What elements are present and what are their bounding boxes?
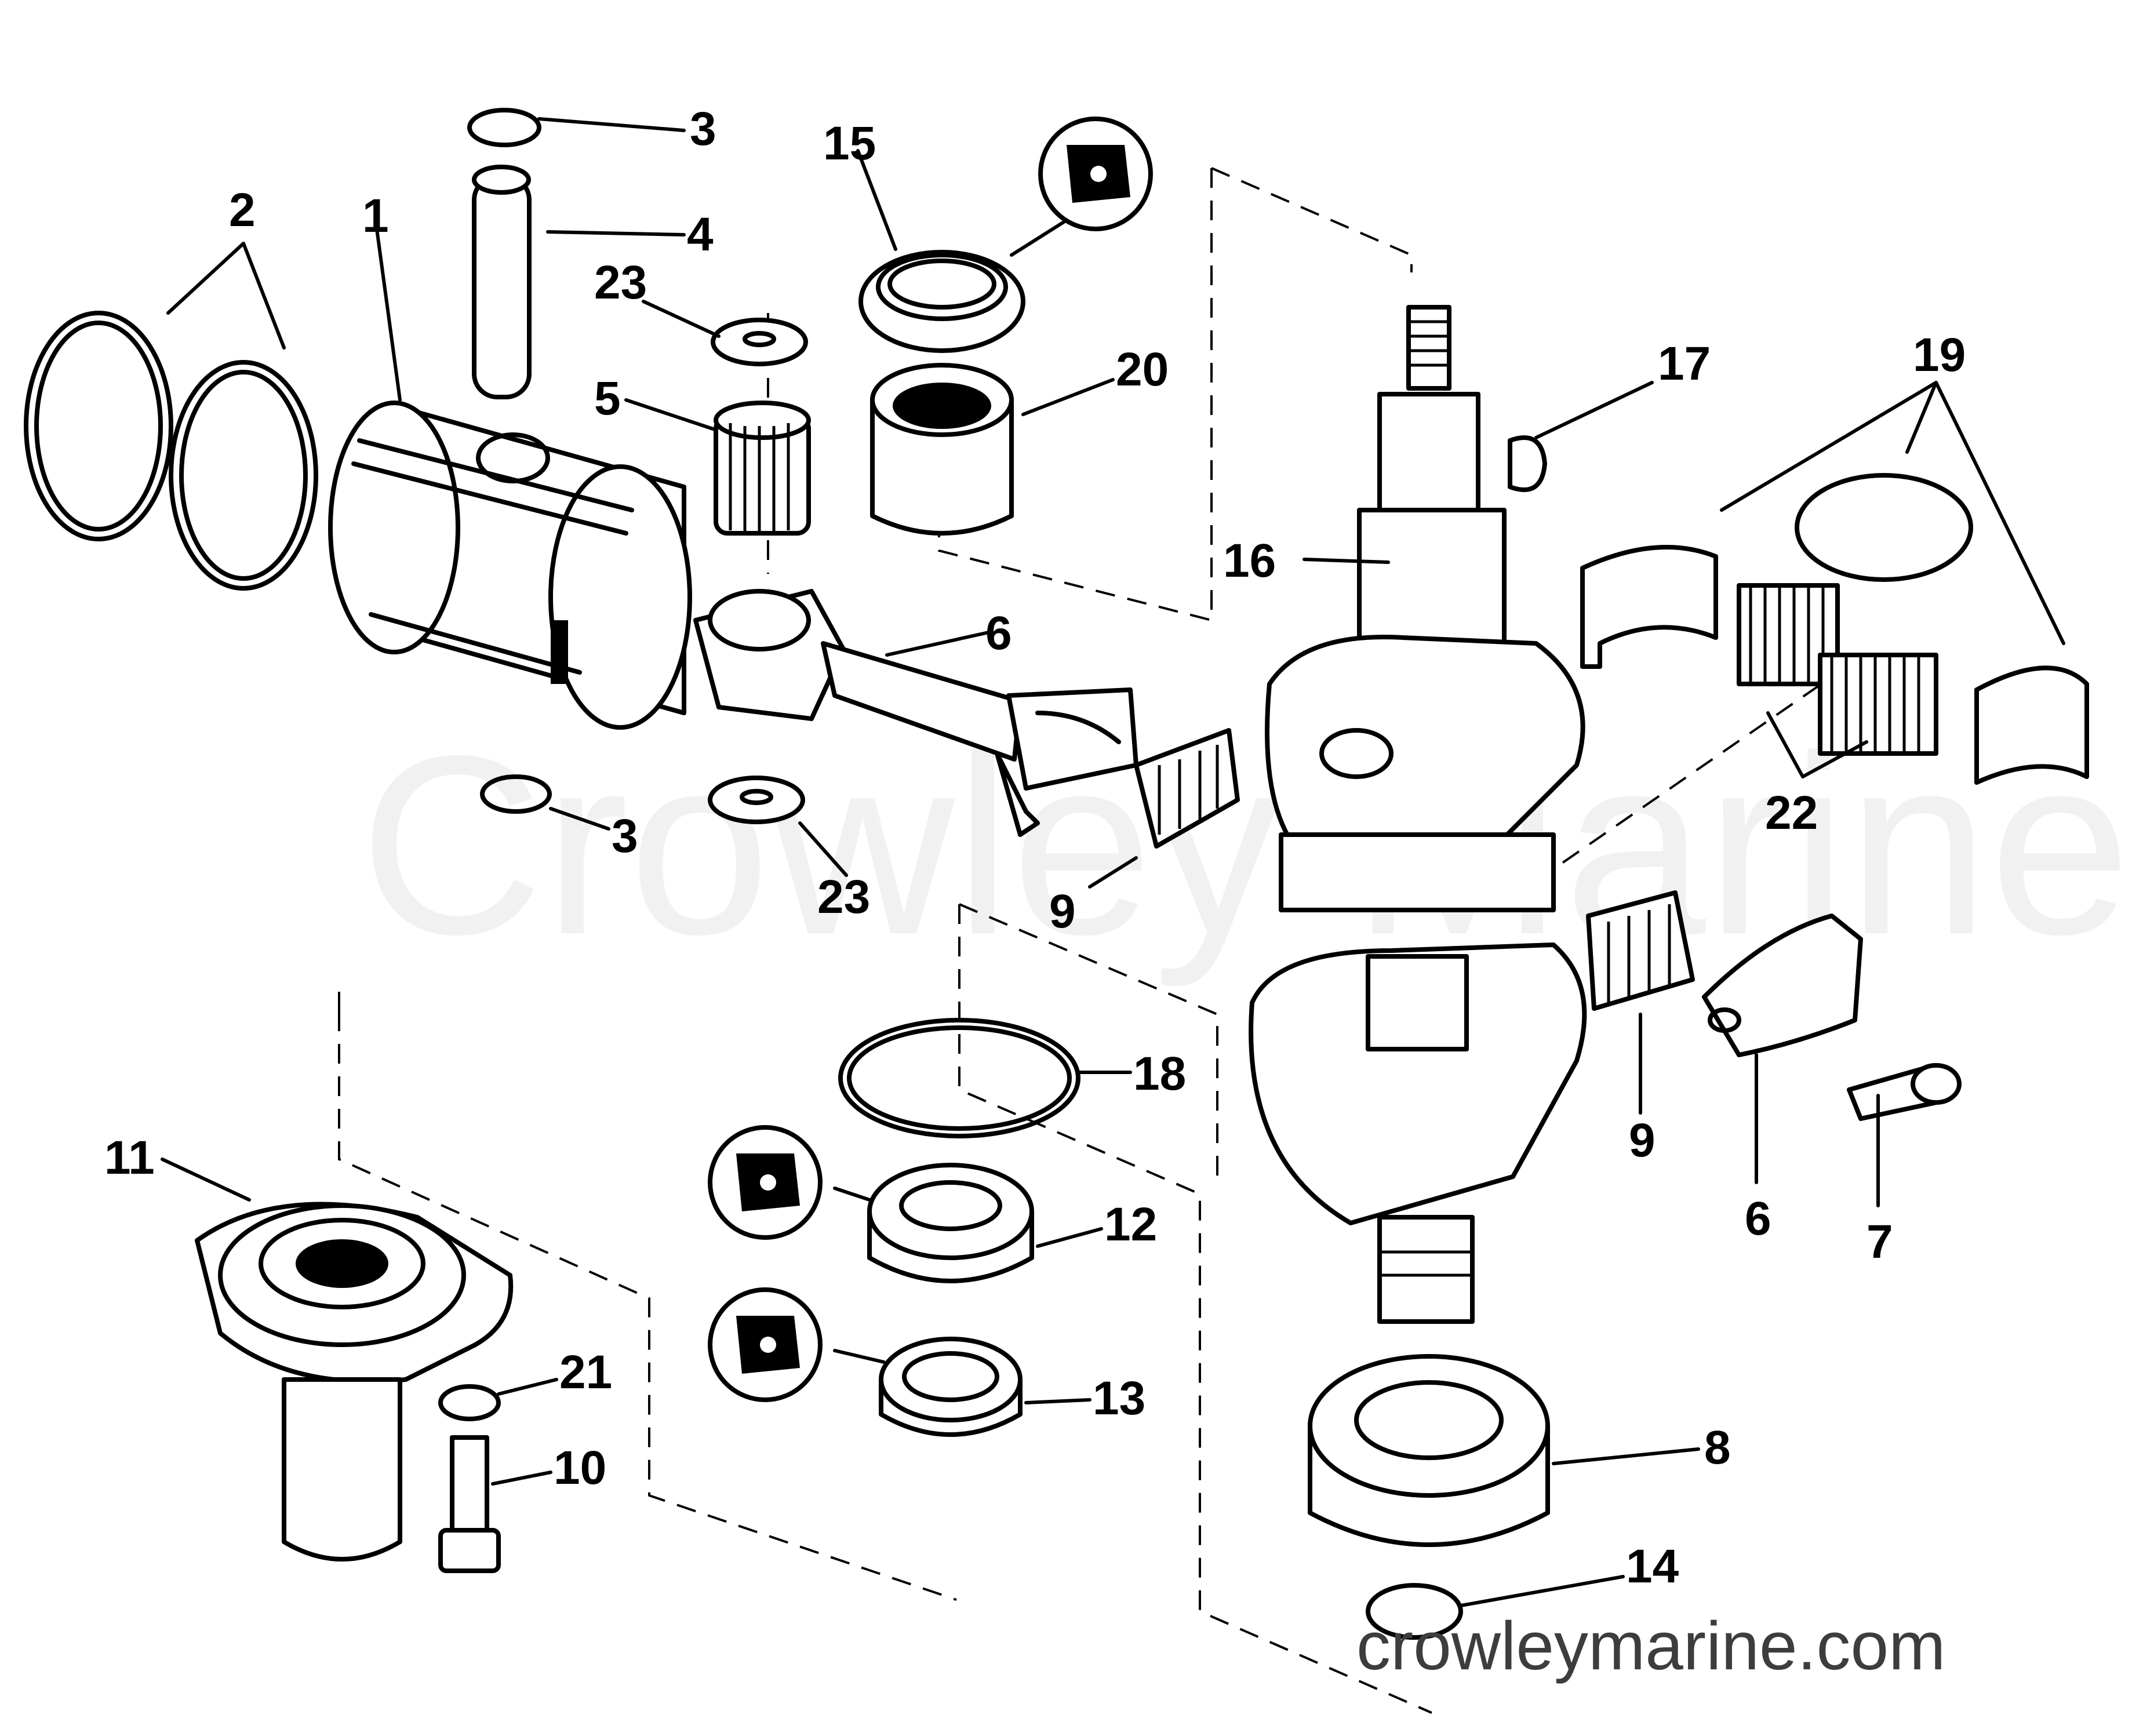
piston <box>328 401 692 730</box>
callout-8: 8 <box>1704 1421 1731 1474</box>
lower-ball-bearing <box>1308 1354 1550 1547</box>
callout-labels: 3 4 1 2 23 5 15 20 6 17 19 16 3 23 9 22 … <box>104 103 1966 1593</box>
site-url: crowleymarine.com <box>1356 1608 1945 1684</box>
callout-9-right: 9 <box>1629 1114 1656 1167</box>
callout-15: 15 <box>823 117 876 170</box>
crankshaft <box>1249 305 1587 1324</box>
housing-screw <box>438 1435 501 1573</box>
piston-pin-retainers <box>467 108 552 814</box>
callout-3-bottom: 3 <box>612 810 638 862</box>
callout-19: 19 <box>1913 329 1966 381</box>
callout-21: 21 <box>559 1346 612 1399</box>
center-needle-bearings <box>1737 583 1938 756</box>
crankpin-needle-bearing-upper <box>1134 728 1240 849</box>
callout-4: 4 <box>687 208 714 261</box>
sealant-icon <box>708 1125 823 1240</box>
rod-cap-screw <box>1847 1063 1962 1121</box>
lower-oil-seal-outer <box>867 1163 1034 1283</box>
callout-5: 5 <box>594 372 621 425</box>
callout-1: 1 <box>362 190 389 242</box>
lower-retaining-ring <box>1366 1583 1463 1640</box>
callout-9-left: 9 <box>1049 885 1076 938</box>
o-ring <box>838 1018 1080 1138</box>
callout-22: 22 <box>1765 787 1818 839</box>
lower-bearing-housing <box>195 1202 514 1562</box>
callout-23-top: 23 <box>594 256 647 309</box>
crankpin-needle-bearing-lower <box>1586 890 1695 1011</box>
callout-17: 17 <box>1658 337 1711 390</box>
callout-10: 10 <box>554 1442 606 1494</box>
thrust-washers <box>708 318 808 824</box>
callout-20: 20 <box>1116 343 1169 396</box>
sealant-icon <box>1038 117 1153 231</box>
callout-14: 14 <box>1626 1540 1679 1593</box>
callout-16: 16 <box>1223 534 1276 587</box>
callout-7: 7 <box>1867 1215 1893 1268</box>
callout-13: 13 <box>1093 1372 1145 1425</box>
piston-pin <box>472 165 532 399</box>
lower-oil-seal-inner <box>879 1337 1023 1437</box>
callout-11: 11 <box>104 1131 155 1184</box>
upper-main-bearing <box>870 363 1014 536</box>
wrist-pin-needle-bearing <box>714 401 811 536</box>
upper-oil-seal <box>858 250 1025 353</box>
callout-23-bottom: 23 <box>817 871 870 923</box>
housing-washer <box>438 1384 501 1421</box>
piston-rings <box>24 311 318 591</box>
callout-6-rod: 6 <box>985 607 1012 660</box>
callout-3-top: 3 <box>690 103 716 155</box>
leader-lines <box>161 117 2065 1607</box>
rod-cap <box>1702 914 1863 1057</box>
callout-2: 2 <box>229 184 256 236</box>
sealant-icon <box>708 1287 823 1402</box>
center-bearing-races <box>1580 473 2089 785</box>
callout-12: 12 <box>1104 1198 1157 1251</box>
connecting-rod <box>693 589 1138 837</box>
woodruff-key <box>1508 435 1547 492</box>
callout-6-cap: 6 <box>1745 1192 1771 1245</box>
callout-18: 18 <box>1133 1047 1186 1100</box>
